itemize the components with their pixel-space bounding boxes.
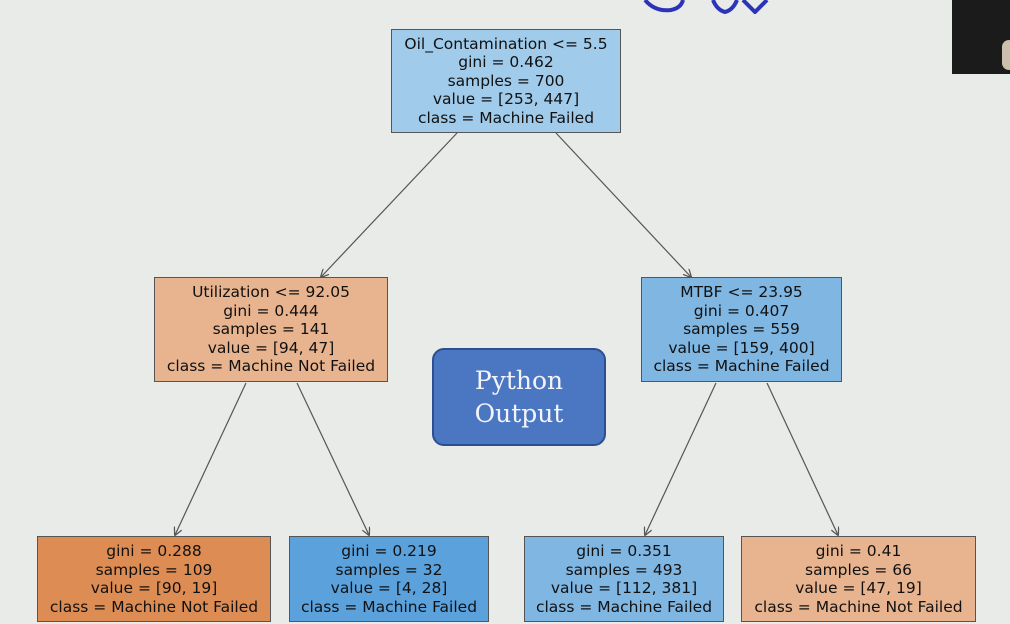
- leaf-lr-gini: gini = 0.219: [341, 542, 437, 560]
- left-class: class = Machine Not Failed: [166, 357, 376, 376]
- root-value: value = [253, 447]: [432, 90, 580, 109]
- tree-leaf-right-right: gini = 0.41 samples = 66 value = [47, 19…: [741, 536, 976, 622]
- leaf-rr-gini: gini = 0.41: [815, 542, 902, 560]
- callout-line-2: Output: [474, 399, 564, 428]
- left-samples: samples = 141: [212, 320, 330, 339]
- left-value: value = [94, 47]: [207, 338, 335, 357]
- right-split-rule: MTBF <= 23.95: [680, 283, 803, 302]
- callout-line-1: Python: [474, 366, 564, 395]
- leaf-lr-value: value = [4, 28]: [330, 579, 448, 597]
- leaf-rr-value: value = [47, 19]: [795, 579, 922, 597]
- leaf-rl-gini: gini = 0.351: [576, 542, 672, 560]
- leaf-lr-class: class = Machine Failed: [300, 597, 478, 616]
- presenter-video-thumbnail: [952, 0, 1010, 74]
- left-gini: gini = 0.444: [223, 301, 319, 320]
- leaf-rr-class: class = Machine Not Failed: [754, 597, 963, 616]
- tree-node-left: Utilization <= 92.05 gini = 0.444 sample…: [154, 277, 388, 382]
- left-split-rule: Utilization <= 92.05: [192, 283, 350, 302]
- partial-slide-title: [643, 0, 769, 14]
- leaf-rl-class: class = Machine Failed: [535, 597, 713, 616]
- edge-right-rightleaf: [766, 382, 838, 535]
- edge-root-right: [555, 132, 691, 277]
- root-split-rule: Oil_Contamination <= 5.5: [404, 34, 608, 53]
- leaf-rl-samples: samples = 493: [565, 560, 683, 579]
- edge-root-left: [321, 132, 458, 277]
- tree-leaf-left-left: gini = 0.288 samples = 109 value = [90, …: [37, 536, 271, 622]
- right-gini: gini = 0.407: [693, 301, 790, 320]
- right-value: value = [159, 400]: [668, 338, 815, 357]
- tree-node-right: MTBF <= 23.95 gini = 0.407 samples = 559…: [641, 277, 842, 382]
- leaf-ll-value: value = [90, 19]: [90, 579, 218, 597]
- root-class: class = Machine Failed: [417, 108, 595, 127]
- edge-right-leftleaf: [645, 382, 717, 535]
- leaf-ll-gini: gini = 0.288: [106, 542, 202, 560]
- tree-leaf-left-right: gini = 0.219 samples = 32 value = [4, 28…: [289, 536, 489, 622]
- right-class: class = Machine Failed: [653, 357, 830, 376]
- presenter-figure: [1002, 40, 1010, 70]
- tree-leaf-right-left: gini = 0.351 samples = 493 value = [112,…: [524, 536, 724, 622]
- leaf-rl-value: value = [112, 381]: [550, 579, 698, 597]
- python-output-callout: Python Output: [432, 348, 606, 446]
- right-samples: samples = 559: [683, 320, 800, 339]
- edge-left-leftleaf: [175, 382, 247, 535]
- leaf-ll-samples: samples = 109: [95, 560, 213, 579]
- leaf-lr-samples: samples = 32: [335, 560, 443, 579]
- tree-node-root: Oil_Contamination <= 5.5 gini = 0.462 sa…: [391, 29, 621, 133]
- leaf-rr-samples: samples = 66: [805, 560, 912, 579]
- root-gini: gini = 0.462: [458, 53, 554, 72]
- root-samples: samples = 700: [447, 71, 565, 90]
- leaf-ll-class: class = Machine Not Failed: [49, 597, 259, 616]
- edge-left-rightleaf: [296, 382, 369, 535]
